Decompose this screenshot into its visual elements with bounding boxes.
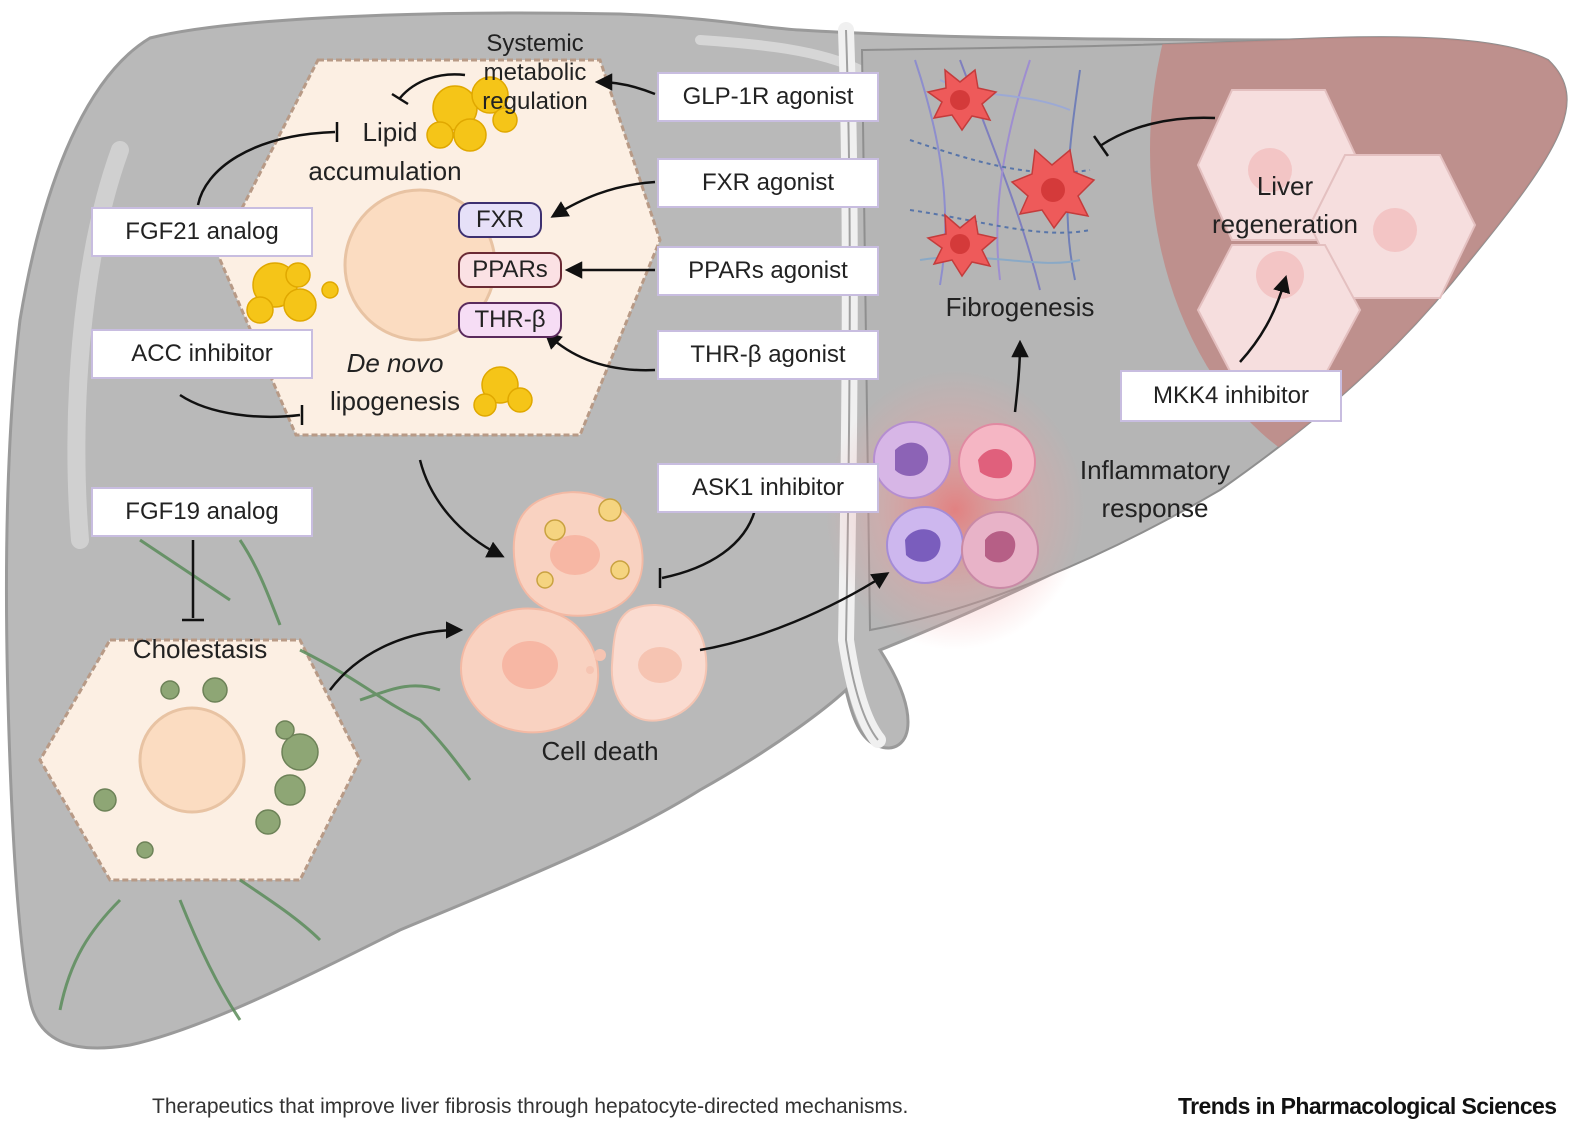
glp1r-agonist-box: GLP-1R agonist: [657, 72, 879, 122]
lipid-line-1: Lipid: [362, 117, 418, 147]
stellate-cells: [926, 68, 1096, 278]
fibrogenesis-label: Fibrogenesis: [945, 292, 1095, 322]
liver-regeneration-label: Liver regeneration: [1195, 168, 1375, 243]
dying-cells: [460, 491, 708, 734]
figure-caption: Therapeutics that improve liver fibrosis…: [152, 1095, 909, 1118]
regen-line-1: Liver: [1256, 171, 1314, 201]
cholestasis-label: Cholestasis: [132, 634, 268, 664]
thrb-receptor: THR-β: [458, 302, 562, 338]
de-novo-lipogenesis-label: De novo lipogenesis: [310, 345, 480, 420]
inflam-line-1: Inflammatory: [1079, 455, 1231, 485]
fxr-receptor: FXR: [458, 202, 542, 238]
acc-inhibitor-box: ACC inhibitor: [91, 329, 313, 379]
inflam-line-2: response: [1101, 492, 1209, 523]
ask1-inhibitor-box: ASK1 inhibitor: [657, 463, 879, 513]
fxr-agonist-box: FXR agonist: [657, 158, 879, 208]
systemic-regulation-label: Systemic metabolic regulation: [470, 30, 600, 116]
mkk4-inhibitor-box: MKK4 inhibitor: [1120, 370, 1342, 422]
thrb-agonist-box: THR-β agonist: [657, 330, 879, 380]
fgf21-analog-box: FGF21 analog: [91, 207, 313, 257]
systemic-line-2: metabolic: [483, 58, 587, 86]
inflammatory-response-label: Inflammatory response: [1060, 452, 1250, 527]
dnl-line-1: De novo: [346, 348, 444, 378]
ppars-receptor: PPARs: [458, 252, 562, 288]
systemic-line-1: Systemic: [486, 30, 584, 57]
regen-line-2: regeneration: [1212, 208, 1358, 239]
ppars-agonist-box: PPARs agonist: [657, 246, 879, 296]
lipid-line-2: accumulation: [308, 156, 462, 186]
cell-death-label: Cell death: [541, 736, 659, 766]
immune-cells: [873, 421, 1039, 589]
journal-name: Trends in Pharmacological Sciences: [1178, 1093, 1557, 1119]
systemic-line-3: regulation: [482, 87, 588, 115]
lipid-accumulation-label: Lipid accumulation: [290, 113, 480, 191]
dnl-line-2: lipogenesis: [329, 385, 461, 416]
fgf19-analog-box: FGF19 analog: [91, 487, 313, 537]
